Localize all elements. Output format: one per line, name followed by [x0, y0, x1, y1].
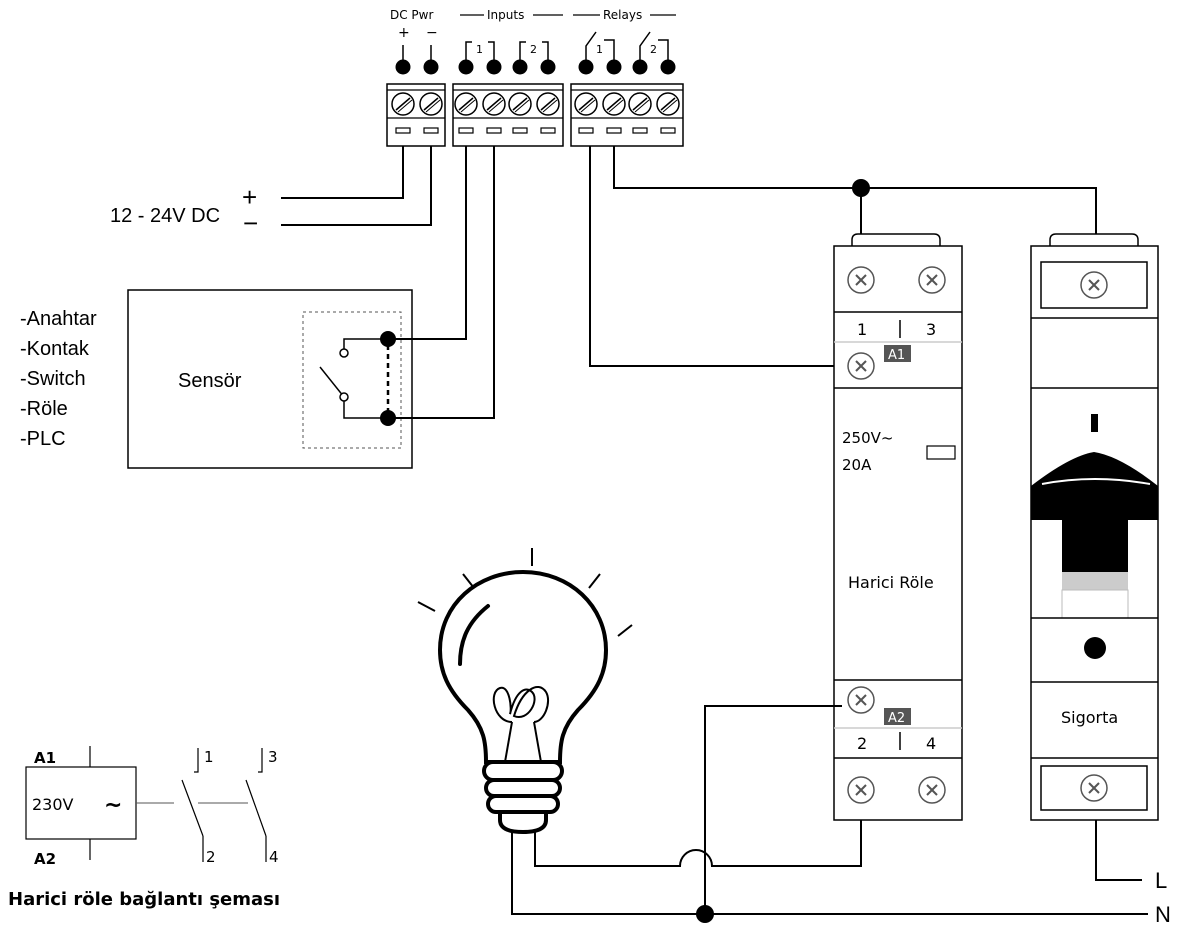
relay-name: Harici Röle [848, 573, 934, 592]
sensor-type-switch: -Switch [20, 368, 86, 390]
dc-pwr-label: DC Pwr [390, 8, 433, 22]
relay-terminal-3: 3 [926, 320, 936, 339]
terminal-screw-icon [656, 92, 680, 134]
terminal-screw-icon [536, 92, 560, 134]
relays-label: Relays [603, 8, 642, 22]
device-screw-icon [847, 686, 875, 714]
sensor-types: -Anahtar -Kontak -Switch -Röle -PLC [20, 308, 97, 450]
device-screw-icon [1080, 271, 1108, 299]
terminal-top-pins: 1 2 1 2 [395, 31, 676, 75]
relay-2-label: 2 [650, 43, 657, 56]
device-screws [847, 266, 1108, 804]
terminal-screw-icon [419, 92, 443, 134]
sensor-type-plc: -PLC [20, 428, 66, 450]
power-supply-minus: − [243, 208, 258, 238]
sensor-title: Sensör [178, 370, 242, 392]
input-1-label: 1 [476, 43, 483, 56]
terminal-screw-icon [602, 92, 626, 134]
sensor-type-role: -Röle [20, 398, 68, 420]
sensor-box: Sensör [127, 289, 413, 469]
terminal-screw-icon [391, 92, 415, 134]
terminal-screw-icon [508, 92, 532, 134]
terminal-screw-icon [482, 92, 506, 134]
terminal-screw-icon [628, 92, 652, 134]
inputs-label: Inputs [487, 8, 524, 22]
dc-plus-sign: + [398, 25, 410, 41]
dc-minus-sign: − [426, 25, 438, 41]
load-wiring: L N [511, 705, 1171, 927]
terminal-header-labels: DC Pwr + − Inputs Relays [390, 8, 676, 41]
input-2-label: 2 [530, 43, 537, 56]
device-screw-icon [847, 776, 875, 804]
schematic-tilde: ~ [104, 793, 122, 818]
device-screw-icon [1080, 774, 1108, 802]
external-relay: 1 3 A1 250V~ 20A Harici Röle A2 2 4 [833, 233, 963, 821]
schematic-contact-1: 1 [204, 748, 214, 766]
control-wiring [589, 146, 1097, 367]
schematic-coil-voltage: 230V [32, 795, 74, 814]
line-label: L [1155, 868, 1167, 893]
terminal-screw-icon [574, 92, 598, 134]
schematic-contact-4: 4 [269, 848, 279, 866]
device-screw-icon [918, 266, 946, 294]
relay-1-label: 1 [596, 43, 603, 56]
sensor-type-kontak: -Kontak [20, 338, 90, 360]
relay-terminal-a2: A2 [888, 711, 905, 726]
terminal-screw-icon [454, 92, 478, 134]
relay-terminal-4: 4 [926, 734, 936, 753]
power-supply-plus: + [242, 182, 257, 212]
fuse: Sigorta [1030, 233, 1159, 821]
relay-terminal-a1: A1 [888, 348, 905, 363]
schematic-contact-2: 2 [206, 848, 216, 866]
terminal-blocks [386, 83, 684, 147]
neutral-label: N [1155, 902, 1171, 927]
device-screw-icon [847, 352, 875, 380]
relay-rating-current: 20A [842, 456, 872, 474]
sensor-type-anahtar: -Anahtar [20, 308, 97, 330]
relay-schematic: A1 230V ~ A2 1 2 3 4 Harici röle bağlant… [8, 746, 280, 910]
fuse-name: Sigorta [1061, 708, 1118, 727]
power-supply: 12 - 24V DC + − [110, 146, 432, 238]
relay-rating-voltage: 250V~ [842, 429, 893, 447]
sensor-wiring [388, 146, 495, 419]
device-screw-icon [847, 266, 875, 294]
schematic-a1: A1 [34, 749, 56, 767]
schematic-caption: Harici röle bağlantı şeması [8, 889, 280, 910]
relay-terminal-2: 2 [857, 734, 867, 753]
schematic-contact-3: 3 [268, 748, 278, 766]
relay-terminal-1: 1 [857, 320, 867, 339]
device-screw-icon [918, 776, 946, 804]
schematic-a2: A2 [34, 850, 56, 868]
power-supply-label: 12 - 24V DC [110, 205, 220, 227]
lamp-icon [417, 548, 633, 835]
